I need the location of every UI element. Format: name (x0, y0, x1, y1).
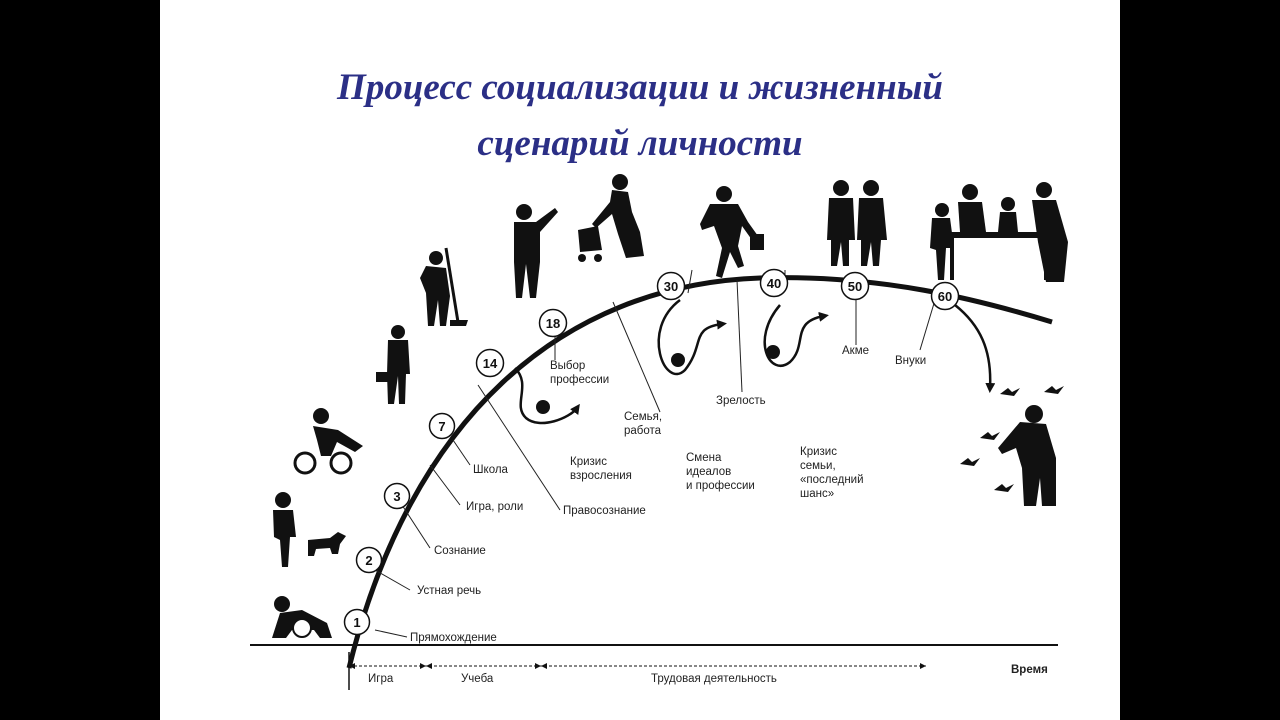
stage-label: Игра, роли (466, 501, 523, 513)
age-marker: 3 (383, 482, 411, 510)
stage-label: профессии (550, 374, 609, 386)
slide: Процесс социализации и жизненный сценари… (160, 0, 1120, 720)
stage-label: Прямохождение (410, 632, 497, 644)
period-label: Учеба (461, 673, 494, 685)
crisis-labels: Кризис взросления Смена идеалов и профес… (570, 446, 864, 500)
age-markers: 1 2 3 7 14 18 30 40 50 60 (343, 268, 960, 636)
age-marker: 14 (475, 348, 505, 378)
svg-text:7: 7 (438, 419, 445, 434)
crisis-label: шанс» (800, 488, 834, 500)
crisis-label: «последний (800, 474, 864, 486)
stage-label: Семья, (624, 411, 662, 423)
svg-text:30: 30 (664, 279, 678, 294)
svg-text:3: 3 (393, 489, 400, 504)
crisis-label: семьи, (800, 460, 836, 472)
crisis-label: и профессии (686, 480, 755, 492)
stage-label: Зрелость (716, 395, 766, 407)
stage-label: Сознание (434, 545, 486, 557)
svg-text:2: 2 (365, 553, 372, 568)
child-on-bicycle-icon (293, 408, 363, 475)
title-line-2: сценарий личности (477, 123, 803, 164)
crisis-label: Кризис (800, 446, 837, 458)
svg-text:18: 18 (546, 316, 560, 331)
stage-label: Устная речь (417, 585, 481, 597)
age-marker: 40 (759, 268, 789, 298)
silhouettes (272, 174, 1068, 638)
stage-label: Выбор (550, 360, 585, 372)
stage-labels: Прямохождение Устная речь Сознание Игра,… (410, 345, 926, 644)
family-at-table-icon (930, 182, 1068, 282)
crisis-label: Смена (686, 452, 722, 464)
elderly-man-feeding-birds-icon (960, 386, 1064, 506)
age-marker: 18 (538, 308, 568, 338)
aging-arrow (954, 304, 996, 393)
stage-label: Внуки (895, 355, 926, 367)
crisis-label: Кризис (570, 456, 607, 468)
stage-label: Школа (473, 464, 509, 476)
businessman-running-icon (700, 186, 764, 278)
age-marker: 1 (343, 608, 371, 636)
age-marker: 30 (656, 271, 686, 301)
age-marker: 7 (428, 412, 456, 440)
crisis-loop-1 (514, 367, 580, 425)
stage-label: Акме (842, 345, 869, 357)
leader-lines (374, 269, 936, 638)
teen-sweeping-icon (420, 247, 468, 326)
svg-text:50: 50 (848, 279, 862, 294)
crisis-loops (514, 299, 996, 425)
svg-text:60: 60 (938, 289, 952, 304)
period-label: Трудовая деятельность (651, 673, 777, 685)
svg-text:1: 1 (353, 615, 360, 630)
age-marker: 50 (840, 271, 870, 301)
period-label: Игра (368, 673, 394, 685)
couple-icon (827, 180, 887, 266)
time-axis-label: Время (1011, 664, 1048, 676)
crisis-label: идеалов (686, 466, 731, 478)
crisis-label: взросления (570, 470, 632, 482)
stage-label: работа (624, 425, 662, 437)
schoolchild-icon (376, 325, 410, 404)
title-line-1: Процесс социализации и жизненный (337, 67, 943, 108)
age-marker: 2 (355, 546, 383, 574)
child-with-dog-icon (273, 492, 346, 567)
crisis-dots (536, 345, 780, 414)
life-path-diagram: 1 2 3 7 14 18 30 40 50 60 Прямохождение … (250, 174, 1068, 690)
slide-title: Процесс социализации и жизненный сценари… (160, 60, 1120, 172)
svg-text:14: 14 (483, 356, 498, 371)
crisis-loop-2 (657, 299, 727, 376)
svg-text:40: 40 (767, 276, 781, 291)
mother-with-stroller-icon (578, 174, 644, 262)
young-man-waving-icon (514, 204, 558, 298)
crisis-loop-3 (763, 304, 829, 367)
stage-label: Правосознание (563, 505, 646, 517)
crawling-baby-icon (272, 596, 332, 638)
timeline: Время Игра Учеба Трудовая деятельность (250, 644, 1058, 690)
age-marker: 60 (930, 281, 960, 311)
